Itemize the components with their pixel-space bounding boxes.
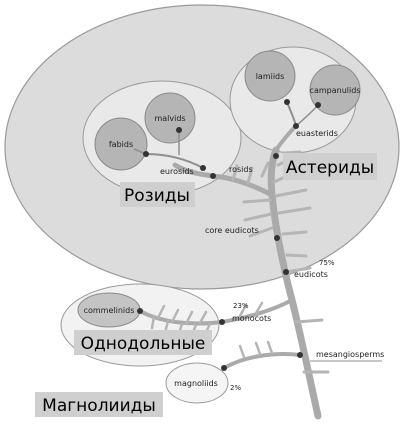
magnoliid-twigs <box>238 340 274 359</box>
label-magnoliids: magnoliids <box>174 379 218 388</box>
magnoliids-node <box>221 365 227 371</box>
label-magnoliids-percent: 2% <box>230 384 241 392</box>
label-rosids: rosids <box>229 165 253 174</box>
svg-text:Магнолииды: Магнолииды <box>42 396 156 416</box>
svg-text:Астериды: Астериды <box>286 158 374 178</box>
group-label-rozidy: Розиды <box>120 182 195 207</box>
rosids-node <box>210 173 216 179</box>
label-malvids: malvids <box>154 114 185 123</box>
label-campanulids: campanulids <box>310 86 361 95</box>
core-eudicots-node <box>274 235 280 241</box>
commelinids-node <box>137 308 143 314</box>
eudicots-node <box>283 269 289 275</box>
malvids-node <box>176 127 182 133</box>
asterids-node <box>273 153 279 159</box>
fabids-node <box>143 151 149 157</box>
group-label-odnodolnye: Однодольные <box>74 330 212 355</box>
malvids-circle <box>144 92 196 144</box>
label-eudicots: eudicots <box>294 270 328 279</box>
label-mesangiosperms: mesangiosperms <box>316 350 384 359</box>
svg-text:Однодольные: Однодольные <box>81 334 206 354</box>
eurosids-node <box>200 165 206 171</box>
label-euasterids: euasterids <box>296 129 338 138</box>
group-label-asteridy: Астериды <box>283 153 377 180</box>
label-eudicots-percent: 75% <box>319 259 335 267</box>
fabids-circle <box>94 117 148 171</box>
label-eurosids: eurosids <box>160 167 194 176</box>
monocots-node <box>219 319 225 325</box>
label-lamiids: lamiids <box>256 72 285 81</box>
tree-trunk <box>267 146 322 420</box>
label-monocots-percent: 23% <box>233 302 249 310</box>
mesangiosperms-node <box>297 352 303 358</box>
campanulids-node <box>315 102 321 108</box>
branch-to-magnoliids <box>222 352 302 370</box>
label-commelinids: commelinids <box>84 306 135 315</box>
lamiids-circle <box>244 50 296 102</box>
label-fabids: fabids <box>109 140 133 149</box>
monocot-twigs <box>150 301 264 339</box>
svg-text:Розиды: Розиды <box>124 186 190 206</box>
euasterids-node <box>293 123 299 129</box>
label-core-eudicots: core eudicots <box>205 226 259 235</box>
campanulids-circle <box>309 64 361 116</box>
lamiids-node <box>284 99 290 105</box>
node-dots <box>137 99 321 371</box>
rosids-inner-branch <box>145 153 204 169</box>
magnoliids-ellipse <box>165 362 229 404</box>
side-twigs <box>231 150 330 374</box>
label-monocots: monocots <box>232 314 271 323</box>
group-label-magnoliidy: Магнолииды <box>35 392 163 417</box>
